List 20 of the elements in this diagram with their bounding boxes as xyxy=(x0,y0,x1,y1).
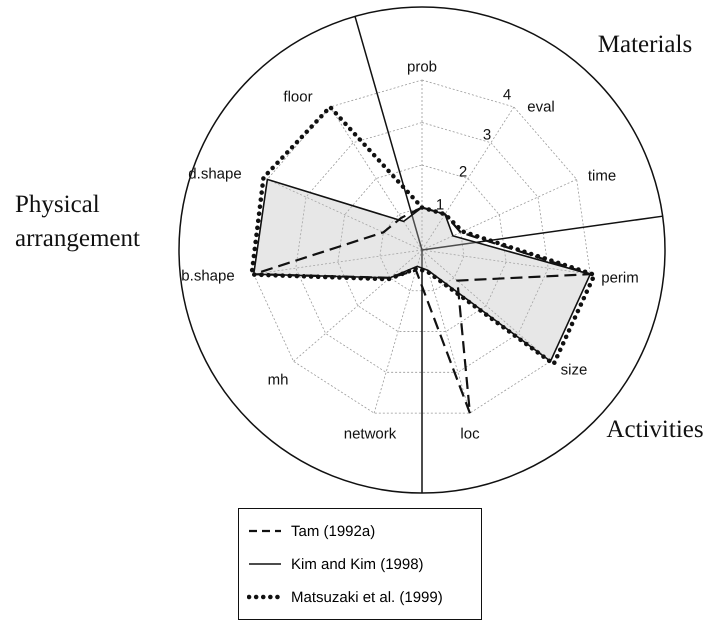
legend-label: Matsuzaki et al. (1999) xyxy=(291,588,443,606)
tick-label: 4 xyxy=(502,86,512,104)
axis-label: loc xyxy=(460,426,480,442)
axis-label: floor xyxy=(283,88,313,106)
tick-label: 2 xyxy=(458,164,468,180)
axis-label: b.shape xyxy=(181,268,235,284)
tick-label: 3 xyxy=(482,126,492,144)
axis-label: network xyxy=(344,426,396,442)
axis-label: time xyxy=(588,168,616,184)
sector-label: Physical arrangement xyxy=(15,190,141,254)
axis-label: size xyxy=(560,362,588,378)
axis-label: prob xyxy=(406,58,438,76)
axis-label: mh xyxy=(268,372,288,388)
axis-label: perim xyxy=(601,270,639,286)
axis-label: eval xyxy=(527,98,555,116)
tick-label: 1 xyxy=(436,196,444,214)
sector-label: Materials xyxy=(598,31,692,59)
sector-label: Activities xyxy=(606,416,704,444)
legend-label: Kim and Kim (1998) xyxy=(291,556,424,572)
legend-label: Tam (1992a) xyxy=(291,522,376,540)
